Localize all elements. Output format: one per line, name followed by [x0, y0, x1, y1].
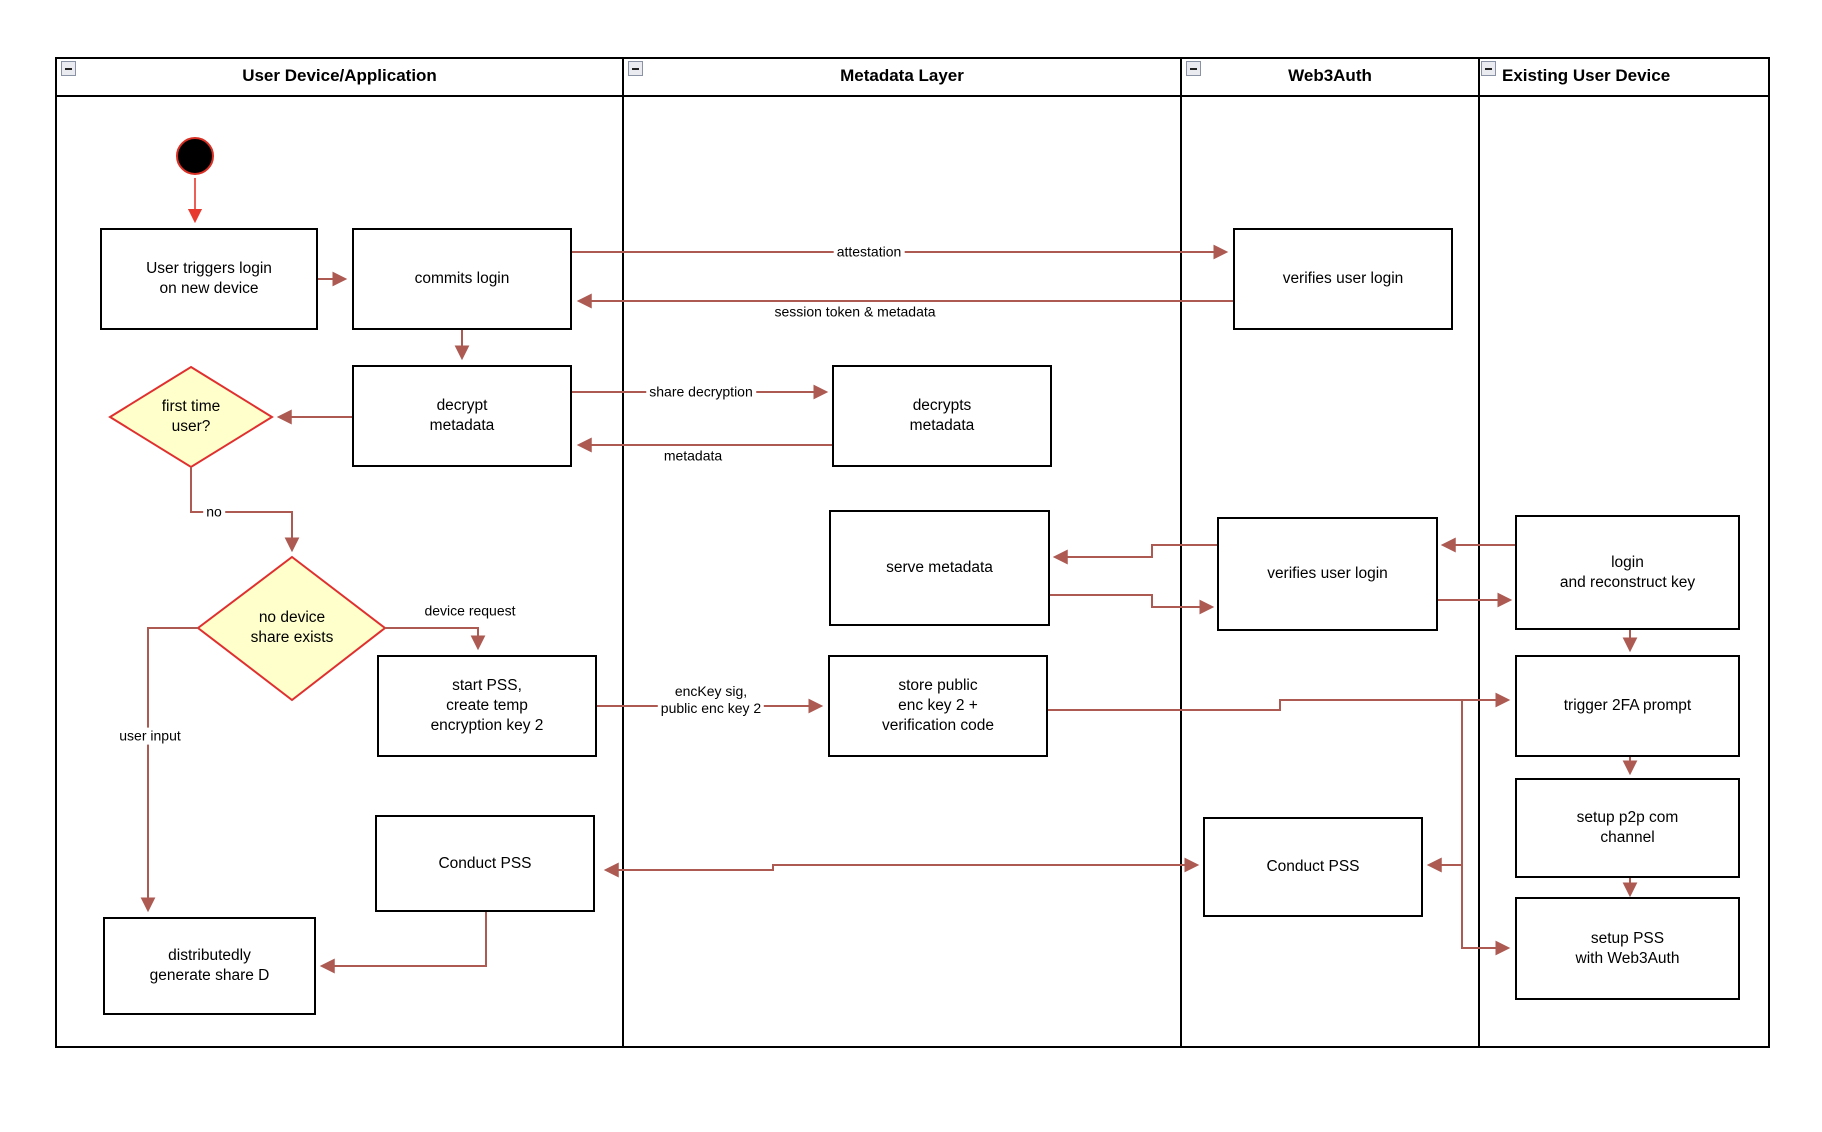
node-conduct-pss-device[interactable]: Conduct PSS [375, 815, 595, 912]
lane-divider [1180, 57, 1182, 1048]
edge-label-share-decryption: share decryption [646, 383, 756, 401]
node-serve-metadata[interactable]: serve metadata [829, 510, 1050, 626]
edge-label-session-token: session token & metadata [774, 303, 936, 320]
edge-label-attestation: attestation [833, 243, 905, 261]
decision-no-device-share[interactable] [196, 555, 387, 702]
node-verifies-user-login-1[interactable]: verifies user login [1233, 228, 1453, 330]
lane-header-user-device[interactable]: User Device/Application [242, 66, 437, 85]
lane-divider [1478, 57, 1480, 1048]
edge-conduct-to-generate-share [319, 912, 487, 974]
minus-glyph [1190, 67, 1197, 70]
edge-store-to-trigger-2fa [1048, 692, 1511, 711]
collapse-icon[interactable] [628, 61, 643, 76]
node-setup-pss-with-web3auth[interactable]: setup PSS with Web3Auth [1515, 897, 1740, 1000]
edge-serve-to-verifies2 [1050, 594, 1215, 615]
edge-user-input [140, 627, 198, 913]
edge-label-user-input: user input [116, 727, 184, 745]
label-no-device-share: no device share exists [250, 609, 334, 646]
collapse-icon[interactable] [1186, 61, 1201, 76]
lane-header-underline [55, 95, 1770, 97]
edge-branch-to-setup-pss [1461, 700, 1511, 956]
node-verifies-user-login-2[interactable]: verifies user login [1217, 517, 1438, 631]
label-first-time-user: first time user? [161, 398, 221, 435]
minus-glyph [65, 67, 72, 70]
edge-no-branch [190, 467, 300, 553]
node-user-triggers-login[interactable]: User triggers login on new device [100, 228, 318, 330]
minus-glyph [1485, 67, 1492, 70]
minus-glyph [632, 67, 639, 70]
node-start-pss[interactable]: start PSS, create temp encryption key 2 [377, 655, 597, 757]
edge-label-device-request: device request [424, 602, 516, 619]
lane-divider [622, 57, 624, 1048]
lane-header-web3auth[interactable]: Web3Auth [1288, 66, 1372, 85]
lane-header-existing-user-device[interactable]: Existing User Device [1502, 66, 1671, 85]
node-setup-p2p-channel[interactable]: setup p2p com channel [1515, 778, 1740, 878]
node-conduct-pss-web3auth[interactable]: Conduct PSS [1203, 817, 1423, 917]
edge-label-metadata: metadata [663, 447, 723, 464]
node-decrypts-metadata[interactable]: decrypts metadata [832, 365, 1052, 467]
edge-device-request [385, 627, 486, 651]
collapse-icon[interactable] [61, 61, 76, 76]
node-commits-login[interactable]: commits login [352, 228, 572, 330]
node-decrypt-metadata[interactable]: decrypt metadata [352, 365, 572, 467]
collapse-icon[interactable] [1481, 61, 1496, 76]
edge-conduct-pss-link [603, 857, 1200, 878]
edge-label-no: no [203, 503, 225, 521]
edge-label-enckey-sig: encKey sig, public enc key 2 [657, 683, 765, 717]
lane-header-metadata-layer[interactable]: Metadata Layer [840, 66, 964, 85]
node-generate-share-d[interactable]: distributedly generate share D [103, 917, 316, 1015]
edge-verifies2-to-serve [1052, 544, 1217, 565]
initial-node[interactable] [176, 137, 214, 175]
node-login-and-reconstruct-key[interactable]: login and reconstruct key [1515, 515, 1740, 630]
node-trigger-2fa-prompt[interactable]: trigger 2FA prompt [1515, 655, 1740, 757]
node-store-public-enc-key[interactable]: store public enc key 2 + verification co… [828, 655, 1048, 757]
